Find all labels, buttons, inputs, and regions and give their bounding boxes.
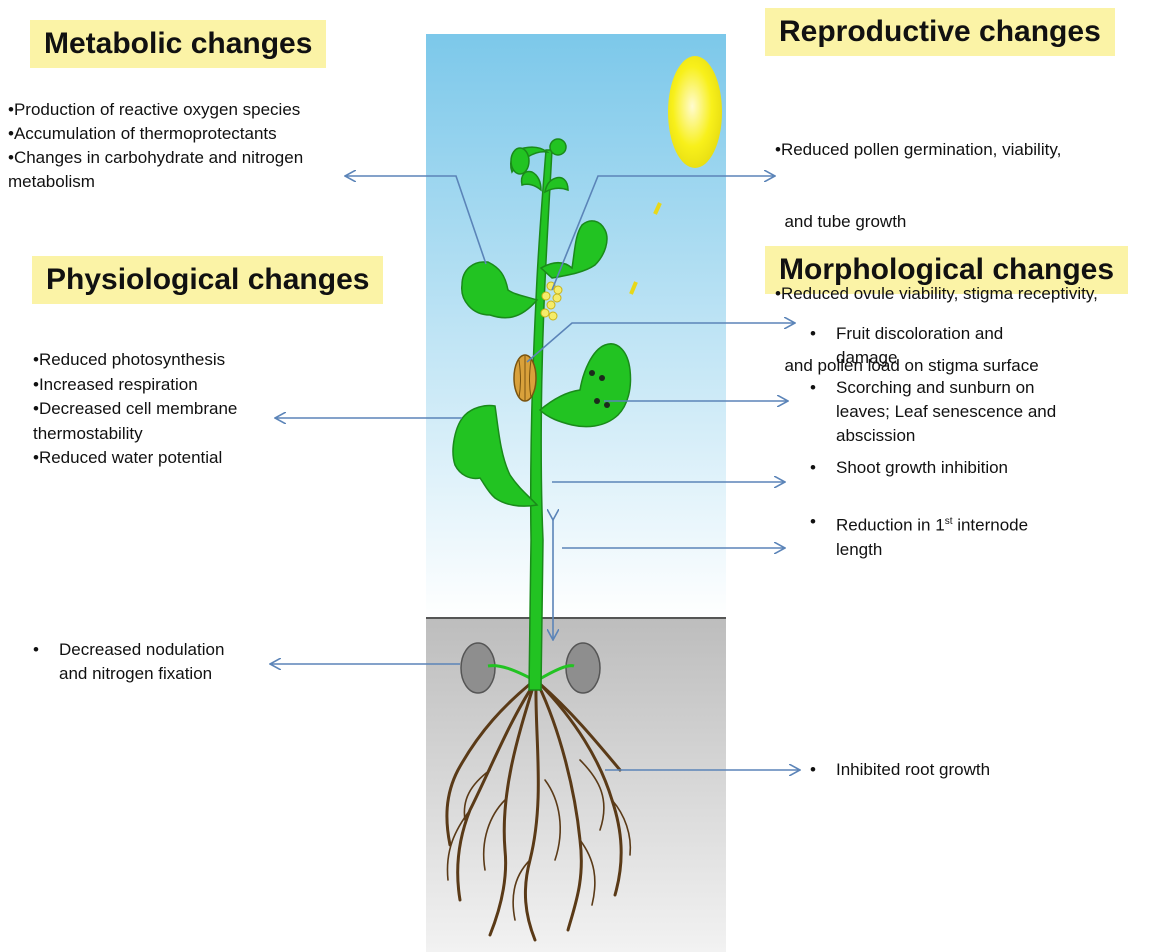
morph-item-leaf: Scorching and sunburn on leaves; Leaf se… [810, 376, 1056, 448]
root-note: Inhibited root growth [810, 758, 990, 782]
morphological-list: Fruit discoloration and damage Scorching… [810, 322, 1056, 562]
physiological-list: •Reduced photosynthesis •Increased respi… [33, 348, 237, 471]
morph-leaf-line: abscission [836, 424, 1056, 448]
metabolic-item: metabolism [8, 170, 303, 194]
morph-item-shoot: Shoot growth inhibition [810, 456, 1056, 480]
morph-shoot-line: Shoot growth inhibition [836, 456, 1056, 480]
morph-leaf-line: Scorching and sunburn on [836, 376, 1056, 400]
reproductive-heading: Reproductive changes [765, 8, 1115, 56]
internode-text: Reduction in 1 [836, 516, 945, 535]
metabolic-item: •Accumulation of thermoprotectants [8, 122, 303, 146]
morph-leaf-line: leaves; Leaf senescence and [836, 400, 1056, 424]
reproductive-item: •Reduced pollen germination, viability, [775, 138, 1098, 162]
leaf-spot [589, 370, 595, 376]
nodulation-line: Decreased nodulation [59, 638, 224, 662]
root-line: Inhibited root growth [836, 758, 990, 782]
physiological-item: •Reduced water potential [33, 446, 237, 471]
morph-item-fruit: Fruit discoloration and damage [810, 322, 1056, 370]
morph-item-internode: Reduction in 1st internode length [810, 510, 1056, 562]
reproductive-item: and tube growth [775, 210, 1098, 234]
nodule-right-icon [566, 643, 600, 693]
nodulation-line: and nitrogen fixation [59, 662, 224, 686]
fruit-icon [514, 355, 536, 401]
metabolic-heading: Metabolic changes [30, 20, 326, 68]
morph-internode-line: Reduction in 1st internode [836, 510, 1056, 538]
reproductive-item: •Reduced ovule viability, stigma recepti… [775, 282, 1098, 306]
root-item: Inhibited root growth [810, 758, 990, 782]
nodule-left-icon [461, 643, 495, 693]
physiological-item: •Decreased cell membrane [33, 397, 237, 422]
metabolic-item: •Production of reactive oxygen species [8, 98, 303, 122]
metabolic-item: •Changes in carbohydrate and nitrogen [8, 146, 303, 170]
morph-internode-line: length [836, 538, 1056, 562]
internode-text-end: internode [952, 516, 1028, 535]
nodulation-note: Decreased nodulation and nitrogen fixati… [33, 638, 224, 686]
physiological-item: thermostability [33, 422, 237, 447]
physiological-item: •Increased respiration [33, 373, 237, 398]
morph-fruit-line: Fruit discoloration and [836, 322, 1056, 346]
sun-icon [668, 56, 722, 168]
metabolic-list: •Production of reactive oxygen species •… [8, 98, 303, 194]
physiological-heading: Physiological changes [32, 256, 383, 304]
nodulation-item: Decreased nodulation and nitrogen fixati… [33, 638, 224, 686]
morph-fruit-line: damage [836, 346, 1056, 370]
physiological-item: •Reduced photosynthesis [33, 348, 237, 373]
